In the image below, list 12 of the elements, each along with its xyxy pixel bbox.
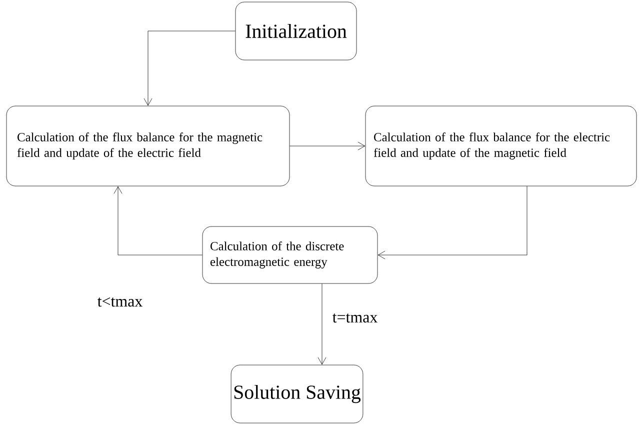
process-box: Calculation of the flux balance for the electric field and update of the magnetic field: [365, 106, 637, 186]
process-box: Initialization: [235, 2, 357, 60]
arrow: [144, 30, 236, 106]
arrow: [114, 186, 202, 256]
arrow: [290, 142, 366, 150]
process-box: Solution Saving: [230, 364, 364, 424]
process-box: Calculation of the flux balance for the magnetic field and update of the electric field: [6, 106, 290, 186]
edge-label: t<tmax: [96, 296, 144, 308]
arrow: [378, 186, 528, 260]
process-box: Calculation of the discrete electromagnetic energy: [202, 226, 378, 284]
edge-label: t=tmax: [331, 312, 379, 324]
arrow: [318, 284, 326, 365]
